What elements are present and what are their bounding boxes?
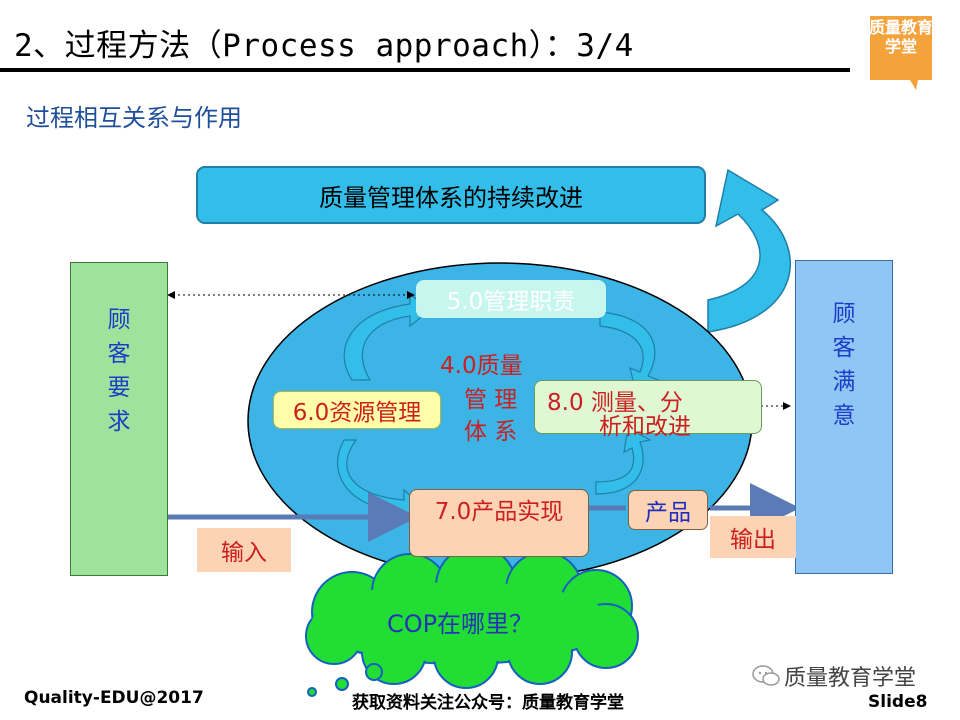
footer-copyright: Quality-EDU@2017 bbox=[24, 688, 204, 708]
qms-label-line1: 4.0质量 bbox=[440, 353, 523, 379]
right-column-char: 顾 bbox=[832, 301, 856, 327]
input-label: 输入 bbox=[197, 528, 291, 572]
wechat-watermark: 质量教育学堂 bbox=[784, 666, 917, 691]
customer-satisfaction-column: 顾 客 满 意 bbox=[795, 260, 893, 574]
left-column-char: 客 bbox=[107, 341, 131, 367]
management-responsibility-box: 5.0管理职责 bbox=[416, 280, 606, 318]
product-box: 产品 bbox=[628, 490, 708, 530]
continuous-improvement-banner: 质量管理体系的持续改进 bbox=[196, 166, 706, 224]
improvement-curve-arrow bbox=[707, 168, 791, 333]
measurement-box-line2: 析和改进 bbox=[599, 414, 691, 440]
logo-badge-icon bbox=[870, 16, 932, 90]
qms-label-line2: 管 理 bbox=[464, 387, 518, 413]
left-column-char: 求 bbox=[107, 409, 131, 435]
wechat-icon bbox=[752, 664, 780, 688]
thought-bubble-large bbox=[365, 663, 383, 681]
right-column-char: 满 bbox=[832, 369, 856, 395]
measurement-analysis-box: 8.0 测量、分 析和改进 bbox=[534, 380, 762, 440]
product-realization-label: 7.0产品实现 bbox=[434, 499, 564, 525]
thought-bubble-small bbox=[307, 687, 317, 697]
footer-wechat-note: 获取资料关注公众号：质量教育学堂 bbox=[352, 693, 624, 713]
slide-number: Slide8 bbox=[868, 692, 928, 712]
customer-requirements-column: 顾 客 要 求 bbox=[70, 262, 168, 576]
right-column-char: 意 bbox=[832, 403, 856, 429]
slide-title: 2、过程方法（Process approach）：3/4 bbox=[14, 28, 634, 64]
slide-subtitle: 过程相互关系与作用 bbox=[26, 104, 242, 132]
logo-text: 质量教育学堂 bbox=[868, 18, 933, 56]
brand-logo: 质量教育学堂 bbox=[866, 12, 936, 92]
resource-management-box: 6.0资源管理 bbox=[273, 391, 441, 429]
measurement-box-line1: 8.0 测量、分 bbox=[547, 390, 683, 416]
left-column-char: 顾 bbox=[107, 307, 131, 333]
right-column-char: 客 bbox=[832, 335, 856, 361]
qms-label-line3: 体 系 bbox=[464, 419, 518, 445]
cop-question: COP在哪里？ bbox=[386, 610, 534, 638]
thought-bubble-medium bbox=[335, 677, 349, 691]
product-realization-box: 7.0产品实现 bbox=[409, 489, 589, 557]
left-column-char: 要 bbox=[107, 375, 131, 401]
output-label: 输出 bbox=[710, 516, 796, 558]
title-divider bbox=[0, 68, 850, 72]
